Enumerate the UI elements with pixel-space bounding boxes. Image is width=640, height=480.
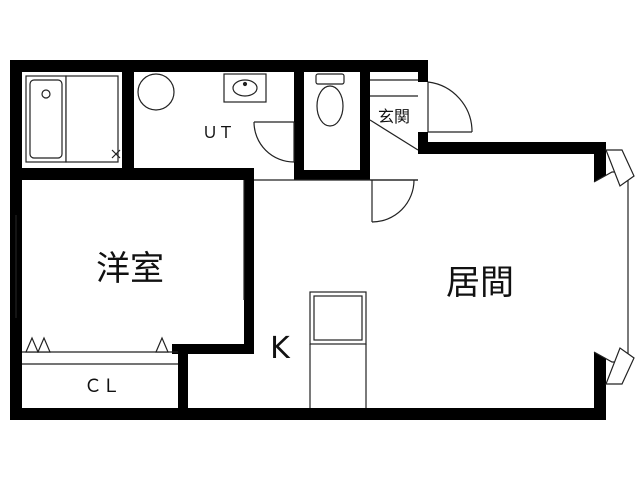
washbasin-icon [223, 73, 267, 103]
wall-toilet-right [360, 60, 370, 180]
label-closet: ＣＬ [84, 376, 120, 397]
wall-ut-bottom [134, 168, 254, 180]
wall-genkan-right [418, 60, 428, 82]
walls [10, 60, 606, 420]
label-utility: ＵＴ [202, 123, 234, 142]
wall-western-right [244, 180, 254, 352]
wall-western-bottom [172, 344, 254, 354]
wall-top-left [10, 60, 302, 72]
wall-bottom [10, 408, 606, 420]
wall-bath-right [122, 60, 134, 178]
ut-door-arc [253, 121, 295, 163]
wall-toilet-bottom [294, 170, 370, 180]
closet-markers [25, 336, 169, 353]
wall-toilet-left [294, 60, 304, 180]
label-living-room: 居間 [446, 263, 514, 303]
washing-machine-icon [137, 73, 175, 111]
wall-closet-right [178, 344, 188, 420]
wall-living-top [418, 142, 606, 154]
genkan-door-arc [371, 179, 415, 223]
genkan-diagonal [369, 119, 419, 151]
label-entrance: 玄関 [378, 107, 410, 126]
wall-living-right-bottom [594, 352, 606, 420]
entrance-door-arc [427, 81, 473, 133]
wall-living-right-top [594, 142, 606, 182]
wall-bath-bottom [10, 168, 134, 180]
toilet-icon [315, 73, 345, 127]
label-kitchen: K [270, 331, 291, 366]
bay-window [593, 149, 635, 385]
doors [253, 81, 473, 223]
label-western-room: 洋室 [96, 249, 164, 289]
bathtub-icon [25, 75, 121, 163]
refrigerator-icon [309, 291, 367, 408]
